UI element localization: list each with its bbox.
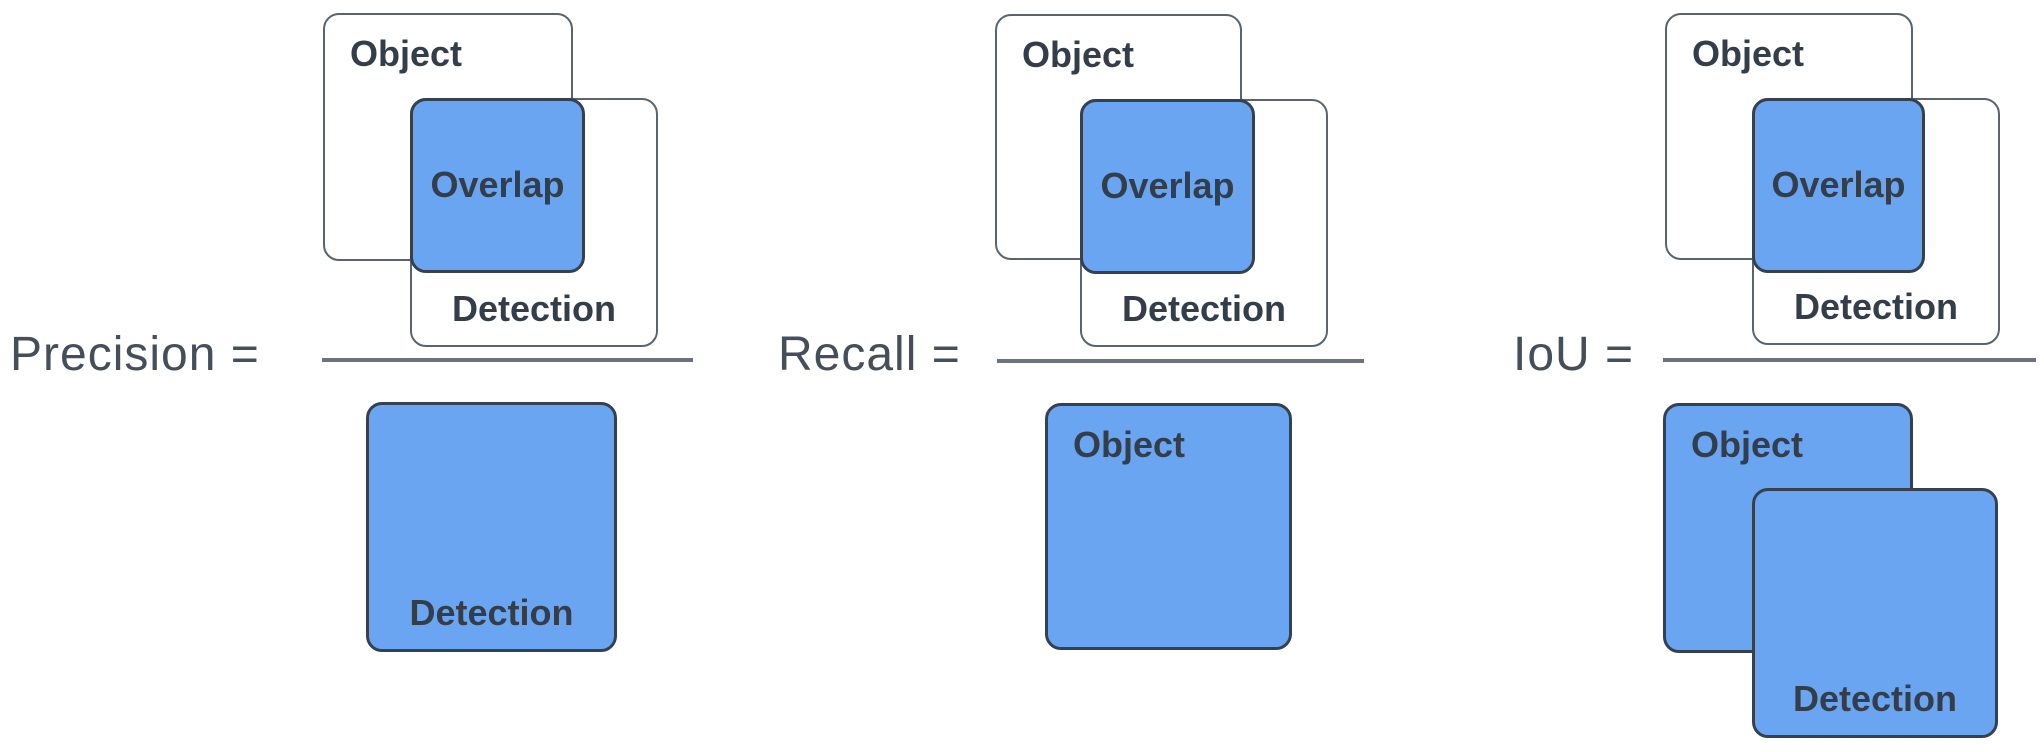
recall-numerator-overlap-box: Overlap	[1080, 99, 1255, 274]
recall-numerator-overlap-label: Overlap	[1100, 164, 1235, 206]
precision-denominator-detection-label: Detection	[409, 592, 574, 633]
recall-formula-label: Recall =	[778, 328, 961, 381]
iou-denominator-object-label: Object	[1691, 424, 1804, 465]
iou-denominator-detection-box: Detection	[1752, 488, 1998, 738]
precision-formula-label: Precision =	[10, 328, 260, 381]
iou-fraction-line	[1663, 358, 2036, 362]
recall-numerator-object-label: Object	[1022, 34, 1135, 75]
iou-numerator-overlap-box: Overlap	[1752, 98, 1925, 273]
precision-fraction-line	[322, 358, 693, 362]
iou-denominator-detection-label: Detection	[1792, 678, 1958, 719]
precision-numerator-object-label: Object	[350, 33, 463, 74]
recall-denominator-object-label: Object	[1073, 424, 1186, 465]
precision-numerator-overlap-label: Overlap	[430, 163, 565, 205]
iou-numerator-overlap-label: Overlap	[1771, 163, 1906, 205]
iou-numerator-detection-label: Detection	[1793, 286, 1959, 327]
recall-numerator-detection-label: Detection	[1121, 288, 1287, 329]
precision-denominator-detection-box: Detection	[366, 402, 617, 652]
precision-numerator-overlap-box: Overlap	[410, 98, 585, 273]
iou-formula-label: IoU =	[1513, 328, 1635, 381]
precision-numerator-detection-label: Detection	[451, 288, 617, 329]
iou-numerator-object-label: Object	[1692, 33, 1805, 74]
recall-denominator-object-box: Object	[1045, 403, 1292, 650]
recall-fraction-line	[997, 359, 1364, 363]
